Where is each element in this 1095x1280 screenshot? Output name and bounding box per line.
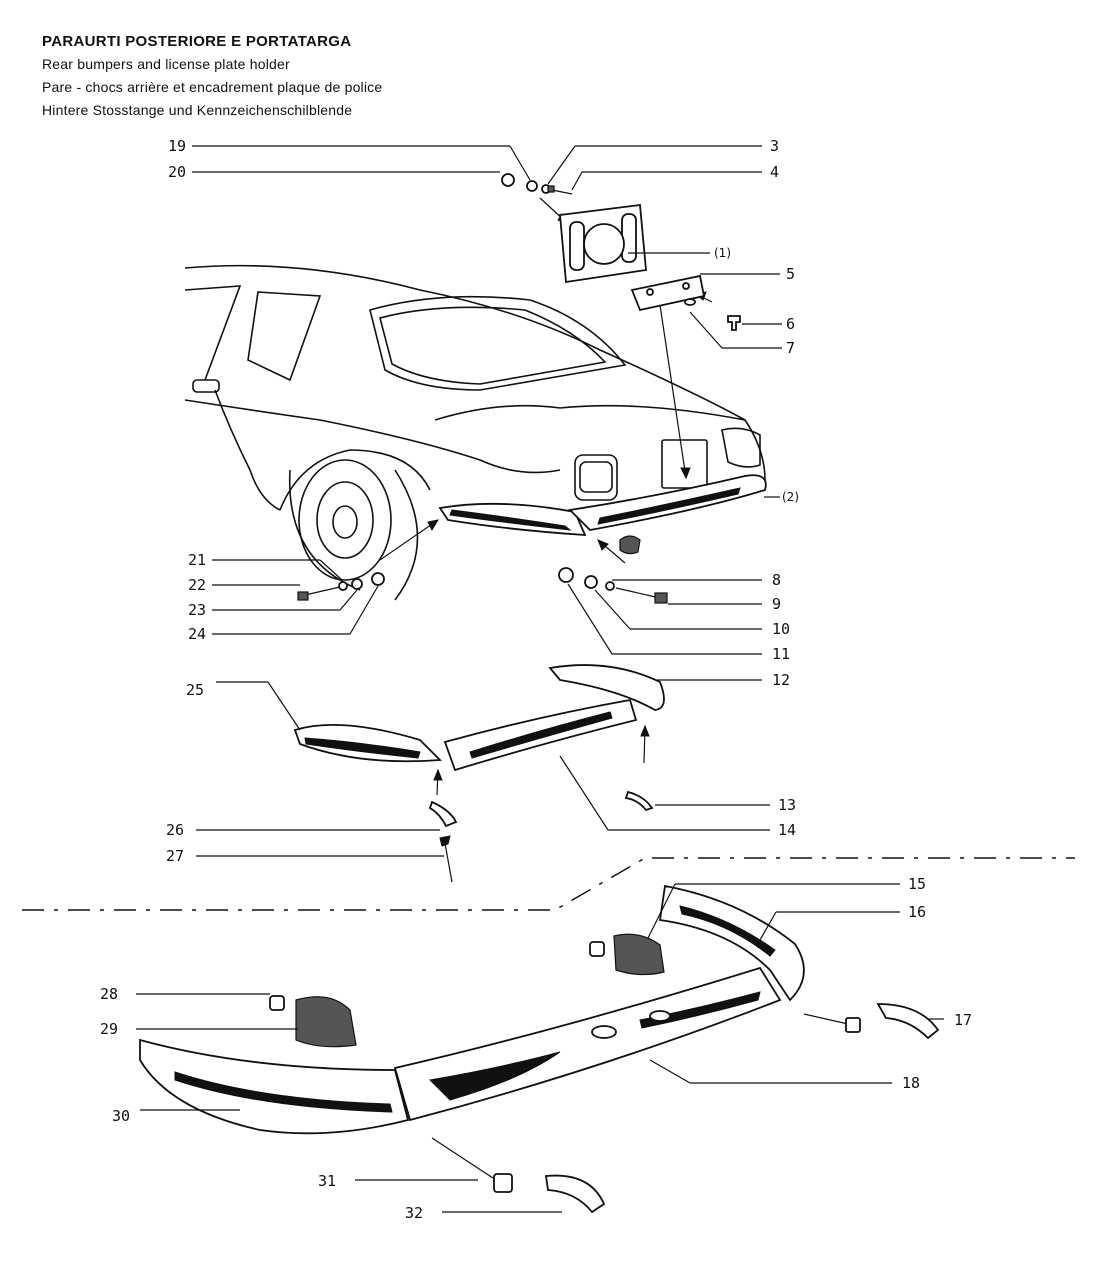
callout-27: 27 bbox=[166, 847, 184, 865]
license-plate-holder-parts bbox=[501, 173, 741, 331]
callout-17: 17 bbox=[954, 1011, 972, 1029]
callout-7: 7 bbox=[786, 339, 795, 357]
callout-12: 12 bbox=[772, 671, 790, 689]
callout-14: 14 bbox=[778, 821, 796, 839]
callout-labels: 19 20 3 4 (1) 5 6 7 (2) 21 22 23 24 8 9 … bbox=[100, 137, 972, 1222]
title-italian: PARAURTI POSTERIORE E PORTATARGA bbox=[42, 33, 352, 50]
callout-leaders bbox=[136, 145, 944, 1213]
callout-30: 30 bbox=[112, 1107, 130, 1125]
callout-23: 23 bbox=[188, 601, 206, 619]
callout-21: 21 bbox=[188, 551, 206, 569]
bumper-hardware-mid bbox=[297, 567, 668, 604]
callout-6: 6 bbox=[786, 315, 795, 333]
exploded-bumper-large bbox=[139, 884, 940, 1214]
bumper-on-car bbox=[438, 474, 767, 555]
callout-20: 20 bbox=[168, 163, 186, 181]
callout-9: 9 bbox=[772, 595, 781, 613]
callout-32: 32 bbox=[405, 1204, 423, 1222]
callout-22: 22 bbox=[188, 576, 206, 594]
callout-2-ref: (2) bbox=[782, 490, 799, 504]
callout-16: 16 bbox=[908, 903, 926, 921]
callout-31: 31 bbox=[318, 1172, 336, 1190]
callout-8: 8 bbox=[772, 571, 781, 589]
callout-11: 11 bbox=[772, 645, 790, 663]
callout-3: 3 bbox=[770, 137, 779, 155]
title-english: Rear bumpers and license plate holder bbox=[42, 56, 290, 72]
callout-26: 26 bbox=[166, 821, 184, 839]
callout-29: 29 bbox=[100, 1020, 118, 1038]
callout-5: 5 bbox=[786, 265, 795, 283]
section-divider-dashed bbox=[22, 857, 1075, 911]
exploded-bumper-middle bbox=[293, 664, 665, 883]
callout-28: 28 bbox=[100, 985, 118, 1003]
title-german: Hintere Stosstange und Kennzeichenschilb… bbox=[42, 102, 353, 118]
callout-1-ref: (1) bbox=[714, 246, 731, 260]
callout-4: 4 bbox=[770, 163, 779, 181]
callout-19: 19 bbox=[168, 137, 186, 155]
title-french: Pare - chocs arrière et encadrement plaq… bbox=[42, 79, 383, 95]
callout-15: 15 bbox=[908, 875, 926, 893]
diagram-header: PARAURTI POSTERIORE E PORTATARGA Rear bu… bbox=[42, 30, 382, 122]
callout-18: 18 bbox=[902, 1074, 920, 1092]
callout-24: 24 bbox=[188, 625, 206, 643]
callout-13: 13 bbox=[778, 796, 796, 814]
callout-10: 10 bbox=[772, 620, 790, 638]
callout-25: 25 bbox=[186, 681, 204, 699]
car-body-illustration bbox=[184, 264, 766, 601]
